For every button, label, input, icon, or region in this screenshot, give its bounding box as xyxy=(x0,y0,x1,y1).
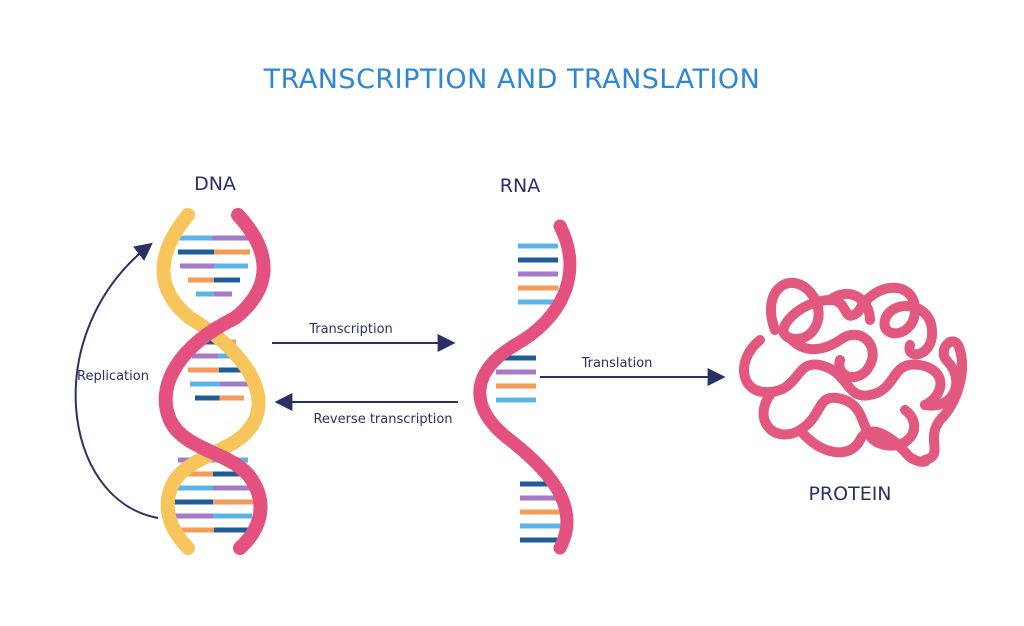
rna-strand-pink xyxy=(473,219,577,555)
dna-strand-pink xyxy=(158,208,271,555)
dna-strand-yellow xyxy=(156,208,266,555)
rna-bases xyxy=(496,243,560,543)
dna-base-pairs xyxy=(172,235,254,533)
translation-label: Translation xyxy=(581,356,653,371)
reverse-transcription-label: Reverse transcription xyxy=(313,412,452,427)
rna-strand-icon xyxy=(473,219,577,555)
protein-label: PROTEIN xyxy=(808,483,891,505)
transcription-label: Transcription xyxy=(308,322,393,337)
diagram-title: TRANSCRIPTION AND TRANSLATION xyxy=(263,64,761,95)
dna-double-helix-icon xyxy=(156,208,271,555)
replication-arrow xyxy=(74,242,159,519)
rna-label: RNA xyxy=(500,175,540,197)
replication-label: Replication xyxy=(77,369,149,384)
dna-label: DNA xyxy=(194,173,236,195)
protein-coil-icon xyxy=(739,277,967,467)
